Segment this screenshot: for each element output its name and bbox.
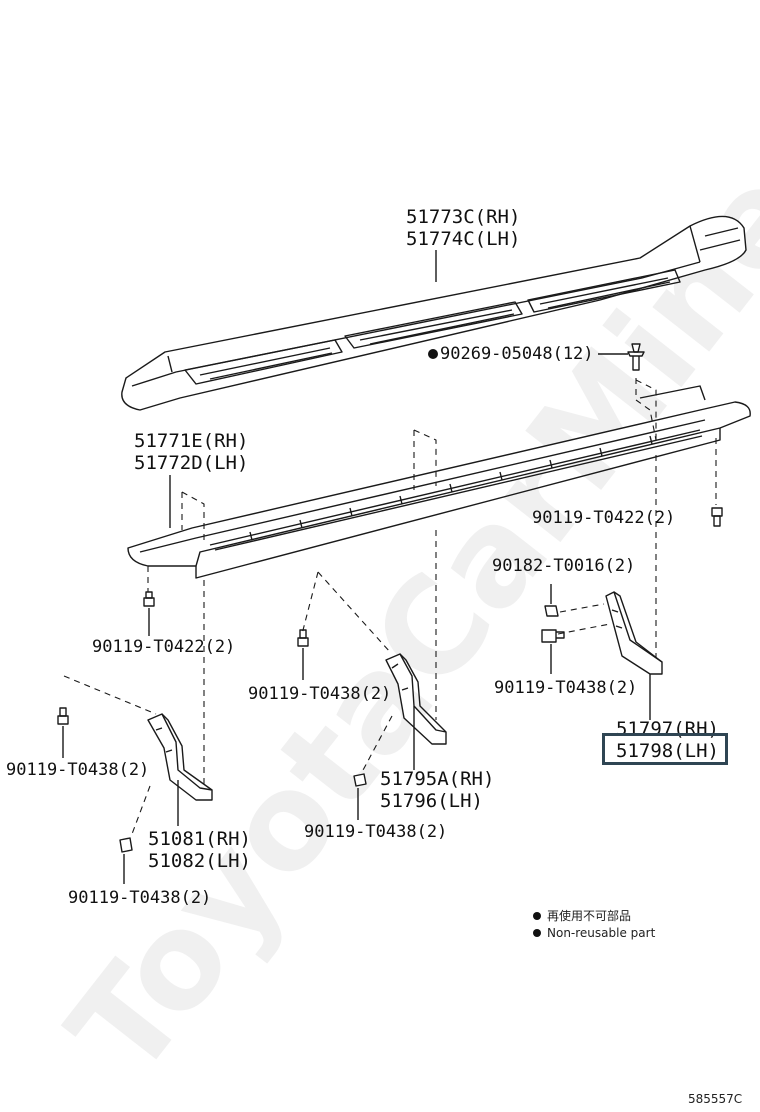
label-bolt-rear-bracket[interactable]: 90119-T0438(2) bbox=[494, 678, 638, 698]
front-bracket-icon[interactable] bbox=[147, 713, 213, 801]
lower-step-board[interactable] bbox=[127, 385, 751, 579]
bolt-middle-upper-icon[interactable] bbox=[297, 629, 309, 680]
bolt-rear-top-icon[interactable] bbox=[711, 507, 723, 527]
legend: 再使用不可部品 Non-reusable part bbox=[533, 908, 655, 942]
label-middle-bracket[interactable]: 51795A(RH) 51796(LH) bbox=[380, 768, 495, 812]
legend-row-jp: 再使用不可部品 bbox=[533, 908, 655, 925]
assembly-lines bbox=[63, 378, 717, 835]
bullet-icon bbox=[533, 912, 541, 920]
bolt-rear-bracket-icon[interactable] bbox=[541, 629, 565, 674]
label-front-bracket[interactable]: 51081(RH) 51082(LH) bbox=[148, 828, 251, 872]
legend-row-en: Non-reusable part bbox=[533, 925, 655, 942]
bolt-front-step-icon[interactable] bbox=[143, 591, 155, 636]
label-nut-rear[interactable]: 90182-T0016(2) bbox=[492, 556, 636, 576]
label-clip-top[interactable]: 90269-05048(12) bbox=[440, 344, 594, 364]
bolt-front-bracket-lower-icon[interactable] bbox=[119, 837, 133, 884]
bullet-icon bbox=[533, 929, 541, 937]
highlight-box bbox=[602, 733, 728, 765]
bolt-middle-lower-icon[interactable] bbox=[353, 773, 367, 820]
rear-bracket-icon[interactable] bbox=[605, 591, 663, 675]
label-bolt-front-bracket-lower[interactable]: 90119-T0438(2) bbox=[68, 888, 212, 908]
label-bolt-middle-upper[interactable]: 90119-T0438(2) bbox=[248, 684, 392, 704]
label-bolt-rear-top[interactable]: 90119-T0422(2) bbox=[532, 508, 676, 528]
label-bolt-front-step[interactable]: 90119-T0422(2) bbox=[92, 637, 236, 657]
middle-bracket-icon[interactable] bbox=[385, 653, 447, 745]
nut-rear-icon[interactable] bbox=[544, 584, 559, 617]
upper-step-board[interactable] bbox=[121, 215, 747, 411]
label-lower-step[interactable]: 51771E(RH) 51772D(LH) bbox=[134, 430, 249, 474]
label-bolt-middle-lower[interactable]: 90119-T0438(2) bbox=[304, 822, 448, 842]
diagram-reference-code: 585557C bbox=[688, 1092, 743, 1106]
non-reusable-dot-icon bbox=[428, 349, 438, 359]
label-bolt-front-bracket-upper[interactable]: 90119-T0438(2) bbox=[6, 760, 150, 780]
label-upper-step[interactable]: 51773C(RH) 51774C(LH) bbox=[406, 206, 521, 250]
clip-icon[interactable] bbox=[627, 343, 645, 371]
bolt-front-bracket-upper-icon[interactable] bbox=[57, 707, 69, 758]
